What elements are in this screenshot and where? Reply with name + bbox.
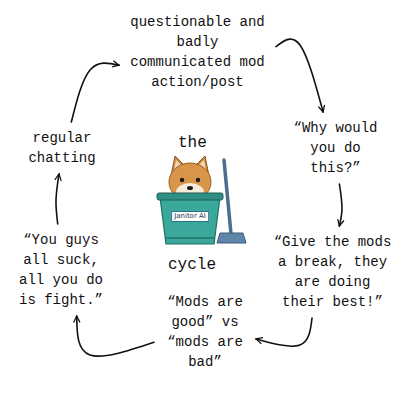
step-text: regular chatting	[22, 128, 102, 168]
step-text: questionable and badly communicated mod …	[125, 12, 270, 92]
bucket-label: Janitor AI	[171, 211, 209, 222]
mop-handle	[224, 160, 231, 234]
bucket-body	[160, 197, 220, 244]
cycle-arrow	[56, 174, 59, 224]
cycle-step: “Mods are good” vs “mods are bad”	[160, 292, 250, 372]
cycle-arrow	[77, 316, 154, 356]
step-text: “Mods are good” vs “mods are bad”	[160, 292, 250, 372]
dog-eye	[196, 178, 200, 182]
dog-eye	[180, 178, 184, 182]
cycle-step: “Give the mods a break, they are doing t…	[270, 232, 395, 312]
cycle-step: “Why would you do this?”	[288, 118, 383, 178]
cycle-arrow	[71, 63, 119, 122]
diagram-word: cycle	[168, 256, 216, 274]
bucket-band	[166, 237, 214, 239]
cycle-step: regular chatting	[22, 128, 102, 168]
step-text: “You guys all suck, all you do is fight.…	[15, 230, 107, 310]
diagram-word: the	[178, 134, 207, 152]
cycle-step: questionable and badly communicated mod …	[125, 12, 270, 92]
cycle-arrow	[276, 39, 323, 112]
cycle-arrow	[256, 318, 312, 346]
step-text: “Give the mods a break, they are doing t…	[270, 232, 395, 312]
dog-nose	[187, 186, 193, 190]
step-text: “Why would you do this?”	[288, 118, 383, 178]
cycle-arrow	[339, 184, 342, 226]
mop-head	[217, 233, 246, 243]
cycle-step: “You guys all suck, all you do is fight.…	[15, 230, 107, 310]
bucket-rim	[157, 193, 223, 200]
